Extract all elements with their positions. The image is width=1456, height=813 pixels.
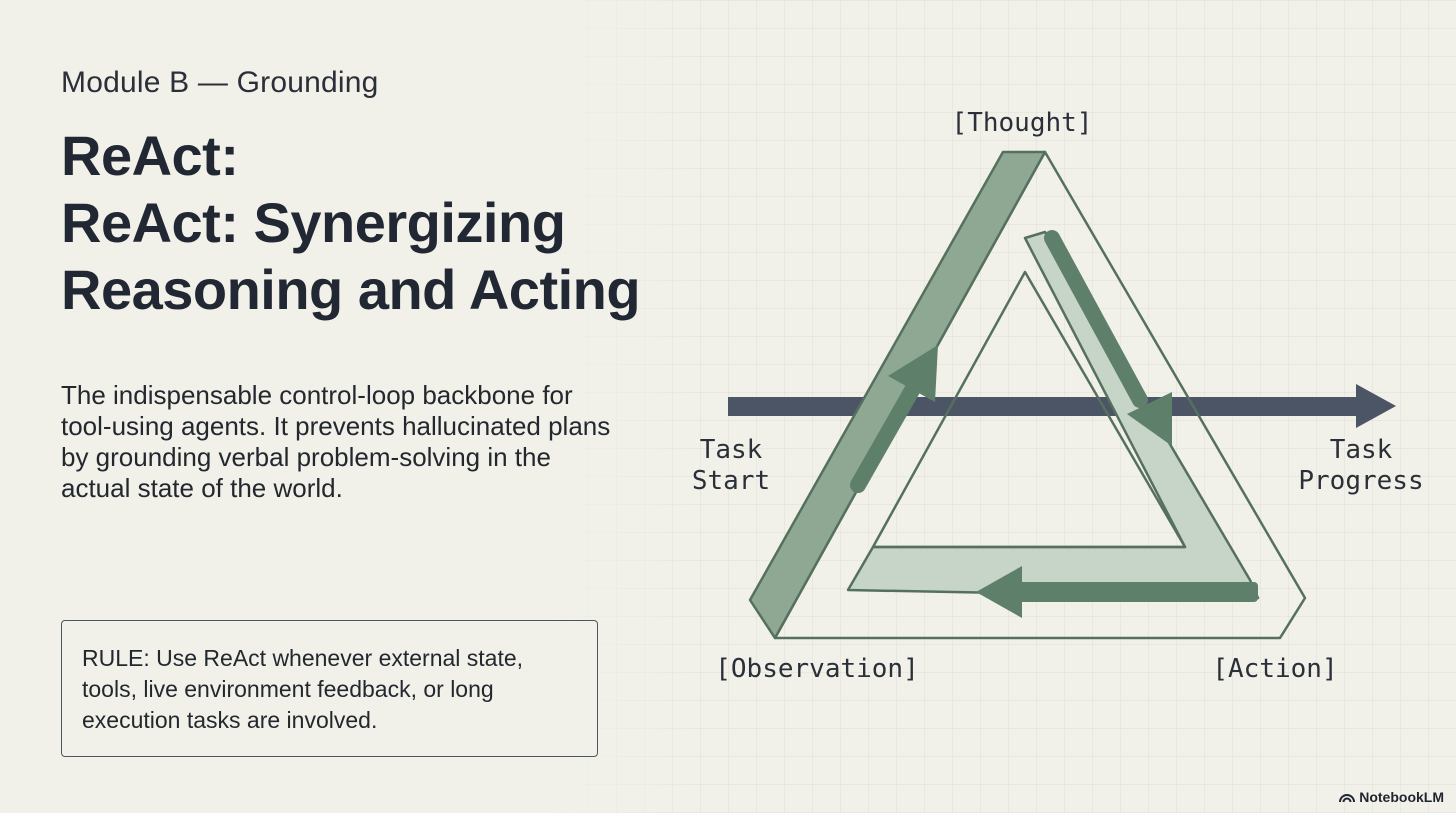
page-title: ReAct: ReAct: Synergizing Reasoning and … — [61, 122, 641, 323]
action-label: [Action] — [1212, 654, 1337, 684]
description-text: The indispensable control-loop backbone … — [61, 380, 611, 503]
title-line-2: ReAct: Synergizing — [61, 191, 566, 254]
task-progress-label-line-2: Progress — [1298, 466, 1423, 496]
task-progress-label-line-1: Task — [1330, 435, 1393, 465]
task-start-label-line-1: Task — [700, 435, 763, 465]
observation-label: [Observation] — [715, 654, 919, 684]
brand-name: NotebookLM — [1359, 789, 1444, 805]
task-start-label-line-2: Start — [692, 466, 770, 496]
brand-watermark: NotebookLM — [1339, 789, 1444, 805]
notebooklm-logo-icon — [1339, 794, 1356, 803]
module-label: Module B — Grounding — [61, 66, 379, 99]
rule-text: RULE: Use ReAct whenever external state,… — [82, 645, 524, 733]
progress-arrow-icon — [728, 384, 1396, 428]
title-line-1: ReAct: — [61, 124, 239, 187]
title-line-3: Reasoning and Acting — [61, 258, 641, 321]
thought-label: [Thought] — [952, 108, 1093, 138]
cycle-arrow-icon — [748, 150, 1307, 640]
rule-box: RULE: Use ReAct whenever external state,… — [61, 620, 598, 757]
